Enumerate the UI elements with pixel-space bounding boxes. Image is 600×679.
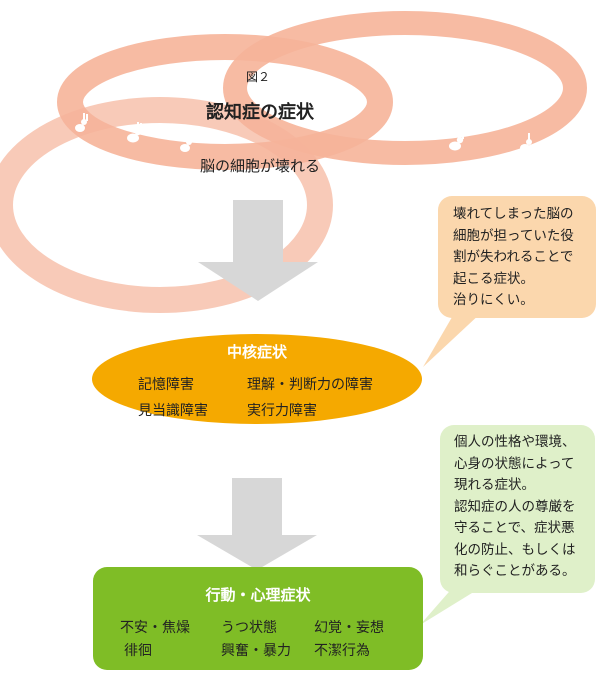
note-bpsd-line: 化の防止、もしくは — [454, 541, 576, 558]
note-bpsd-line: 守ることで、症状悪 — [454, 520, 575, 536]
note-bpsd-line: 心身の状態によって — [454, 455, 575, 472]
arrow-down-1 — [198, 200, 318, 301]
rabbit-icon — [75, 113, 532, 152]
band-right — [223, 11, 587, 165]
arrow-down-2 — [197, 478, 317, 570]
note-core-line: 壊れてしまった脳の — [453, 206, 574, 222]
note-bpsd-line: 和らぐことがある。 — [454, 563, 576, 579]
note-core-line: 細胞が担っていた役 — [453, 227, 574, 244]
bubble-tail-1 — [423, 312, 482, 367]
core-symptom-item: 理解・判断力の障害 — [247, 377, 373, 393]
core-symptom-item: 見当識障害 — [138, 403, 208, 419]
bpsd-item: 不安・焦燥 — [120, 620, 190, 636]
core-symptoms-title: 中核症状 — [226, 343, 287, 361]
bpsd-item: 幻覚・妄想 — [314, 620, 384, 636]
note-bpsd-line: 個人の性格や環境、 — [454, 434, 576, 450]
note-core-bubble: 壊れてしまった脳の 細胞が担っていた役 割が失われることで 起こる症状。 治りに… — [438, 196, 596, 318]
core-symptoms-node — [92, 334, 422, 424]
bpsd-item: 不潔行為 — [314, 643, 370, 659]
bpsd-item: うつ状態 — [221, 620, 277, 636]
diagram-title: 認知症の症状 — [206, 102, 314, 123]
note-bpsd-bubble: 個人の性格や環境、 心身の状態によって 現れる症状。 認知症の人の尊厳を 守るこ… — [440, 425, 595, 593]
bpsd-item: 徘徊 — [124, 643, 152, 659]
bpsd-node — [93, 567, 423, 670]
note-core-line: 起こる症状。 — [453, 270, 534, 287]
bubble-tail-2 — [420, 585, 485, 625]
core-symptom-item: 記憶障害 — [138, 377, 194, 393]
note-bpsd-line: 現れる症状。 — [454, 477, 535, 493]
note-core-line: 割が失われることで — [453, 249, 574, 265]
note-bpsd-line: 認知症の人の尊厳を — [454, 498, 576, 515]
band-back — [0, 97, 333, 313]
core-symptom-item: 実行力障害 — [247, 403, 317, 419]
note-core-line: 治りにくい。 — [453, 292, 534, 308]
bpsd-title: 行動・心理症状 — [205, 586, 311, 604]
band-front — [57, 34, 393, 170]
bpsd-item: 興奮・暴力 — [221, 643, 291, 659]
figure-label: 図２ — [245, 70, 270, 84]
diagram-subtitle: 脳の細胞が壊れる — [199, 157, 320, 175]
